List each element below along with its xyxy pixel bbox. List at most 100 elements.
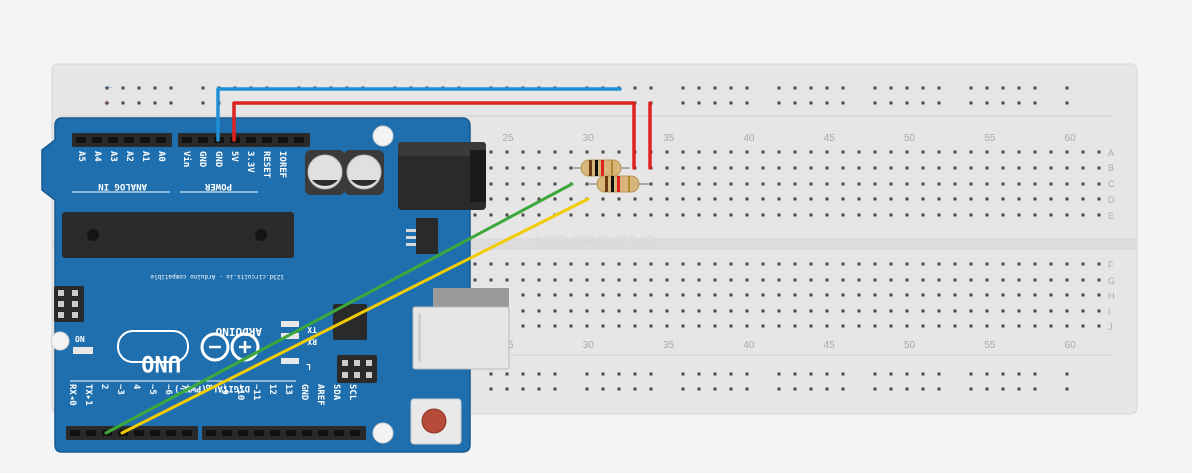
terminal-hole[interactable]	[569, 278, 573, 282]
terminal-hole[interactable]	[713, 213, 717, 217]
rail-hole[interactable]	[809, 372, 813, 376]
rail-hole[interactable]	[729, 372, 733, 376]
rail-hole[interactable]	[745, 372, 749, 376]
terminal-hole[interactable]	[505, 166, 509, 170]
terminal-hole[interactable]	[777, 293, 781, 297]
rail-hole[interactable]	[633, 372, 637, 376]
terminal-hole[interactable]	[1081, 262, 1085, 266]
rail-hole[interactable]	[873, 86, 877, 90]
terminal-hole[interactable]	[1049, 166, 1053, 170]
terminal-hole[interactable]	[921, 213, 925, 217]
terminal-hole[interactable]	[793, 278, 797, 282]
terminal-hole[interactable]	[617, 150, 621, 154]
header-pin-socket[interactable]	[294, 137, 304, 143]
header-pin-socket[interactable]	[70, 430, 80, 436]
terminal-hole[interactable]	[665, 309, 669, 313]
terminal-hole[interactable]	[1097, 262, 1101, 266]
header-pin-socket[interactable]	[238, 430, 248, 436]
terminal-hole[interactable]	[601, 278, 605, 282]
rail-hole[interactable]	[777, 372, 781, 376]
terminal-hole[interactable]	[569, 309, 573, 313]
terminal-hole[interactable]	[809, 213, 813, 217]
rail-hole[interactable]	[921, 372, 925, 376]
analog-header[interactable]	[72, 133, 172, 147]
rail-hole[interactable]	[1017, 101, 1021, 105]
terminal-hole[interactable]	[873, 150, 877, 154]
terminal-hole[interactable]	[745, 213, 749, 217]
terminal-hole[interactable]	[697, 309, 701, 313]
yellow-signal-wire[interactable]	[120, 197, 590, 435]
terminal-hole[interactable]	[633, 309, 637, 313]
terminal-hole[interactable]	[937, 262, 941, 266]
terminal-hole[interactable]	[569, 213, 573, 217]
terminal-hole[interactable]	[1065, 278, 1069, 282]
terminal-hole[interactable]	[857, 213, 861, 217]
reset-button-cap[interactable]	[421, 408, 447, 434]
terminal-hole[interactable]	[729, 309, 733, 313]
terminal-hole[interactable]	[985, 182, 989, 186]
terminal-hole[interactable]	[681, 197, 685, 201]
terminal-hole[interactable]	[553, 150, 557, 154]
terminal-hole[interactable]	[873, 213, 877, 217]
header-pin-socket[interactable]	[124, 137, 134, 143]
terminal-hole[interactable]	[489, 182, 493, 186]
terminal-hole[interactable]	[857, 293, 861, 297]
terminal-hole[interactable]	[729, 182, 733, 186]
terminal-hole[interactable]	[745, 262, 749, 266]
terminal-hole[interactable]	[905, 293, 909, 297]
terminal-hole[interactable]	[1033, 324, 1037, 328]
terminal-hole[interactable]	[697, 197, 701, 201]
terminal-hole[interactable]	[585, 182, 589, 186]
terminal-hole[interactable]	[841, 182, 845, 186]
rail-hole[interactable]	[889, 372, 893, 376]
terminal-hole[interactable]	[1033, 197, 1037, 201]
terminal-hole[interactable]	[585, 213, 589, 217]
rail-hole[interactable]	[873, 372, 877, 376]
terminal-hole[interactable]	[601, 150, 605, 154]
terminal-hole[interactable]	[985, 213, 989, 217]
terminal-hole[interactable]	[905, 309, 909, 313]
terminal-hole[interactable]	[793, 309, 797, 313]
terminal-hole[interactable]	[873, 293, 877, 297]
terminal-hole[interactable]	[729, 278, 733, 282]
terminal-hole[interactable]	[617, 262, 621, 266]
terminal-hole[interactable]	[1065, 182, 1069, 186]
terminal-hole[interactable]	[681, 166, 685, 170]
terminal-hole[interactable]	[793, 213, 797, 217]
terminal-hole[interactable]	[1001, 262, 1005, 266]
rail-hole[interactable]	[105, 86, 109, 90]
terminal-hole[interactable]	[1001, 324, 1005, 328]
terminal-hole[interactable]	[665, 262, 669, 266]
terminal-hole[interactable]	[697, 293, 701, 297]
rail-hole[interactable]	[1001, 372, 1005, 376]
terminal-hole[interactable]	[905, 262, 909, 266]
terminal-hole[interactable]	[713, 262, 717, 266]
terminal-hole[interactable]	[1049, 309, 1053, 313]
green-signal-wire[interactable]	[104, 182, 574, 435]
terminal-hole[interactable]	[1081, 309, 1085, 313]
terminal-hole[interactable]	[761, 324, 765, 328]
terminal-hole[interactable]	[665, 182, 669, 186]
rail-hole[interactable]	[121, 101, 125, 105]
terminal-hole[interactable]	[1081, 293, 1085, 297]
terminal-hole[interactable]	[825, 324, 829, 328]
terminal-hole[interactable]	[1065, 262, 1069, 266]
rail-hole[interactable]	[969, 372, 973, 376]
terminal-hole[interactable]	[713, 197, 717, 201]
terminal-hole[interactable]	[889, 166, 893, 170]
terminal-hole[interactable]	[1049, 324, 1053, 328]
terminal-hole[interactable]	[1097, 278, 1101, 282]
terminal-hole[interactable]	[505, 262, 509, 266]
terminal-hole[interactable]	[1017, 309, 1021, 313]
terminal-hole[interactable]	[537, 150, 541, 154]
terminal-hole[interactable]	[921, 150, 925, 154]
terminal-hole[interactable]	[985, 150, 989, 154]
terminal-hole[interactable]	[857, 150, 861, 154]
terminal-hole[interactable]	[665, 324, 669, 328]
terminal-hole[interactable]	[681, 324, 685, 328]
terminal-hole[interactable]	[1065, 197, 1069, 201]
terminal-hole[interactable]	[617, 324, 621, 328]
header-pin-socket[interactable]	[246, 137, 256, 143]
resistor-2[interactable]	[588, 175, 650, 193]
